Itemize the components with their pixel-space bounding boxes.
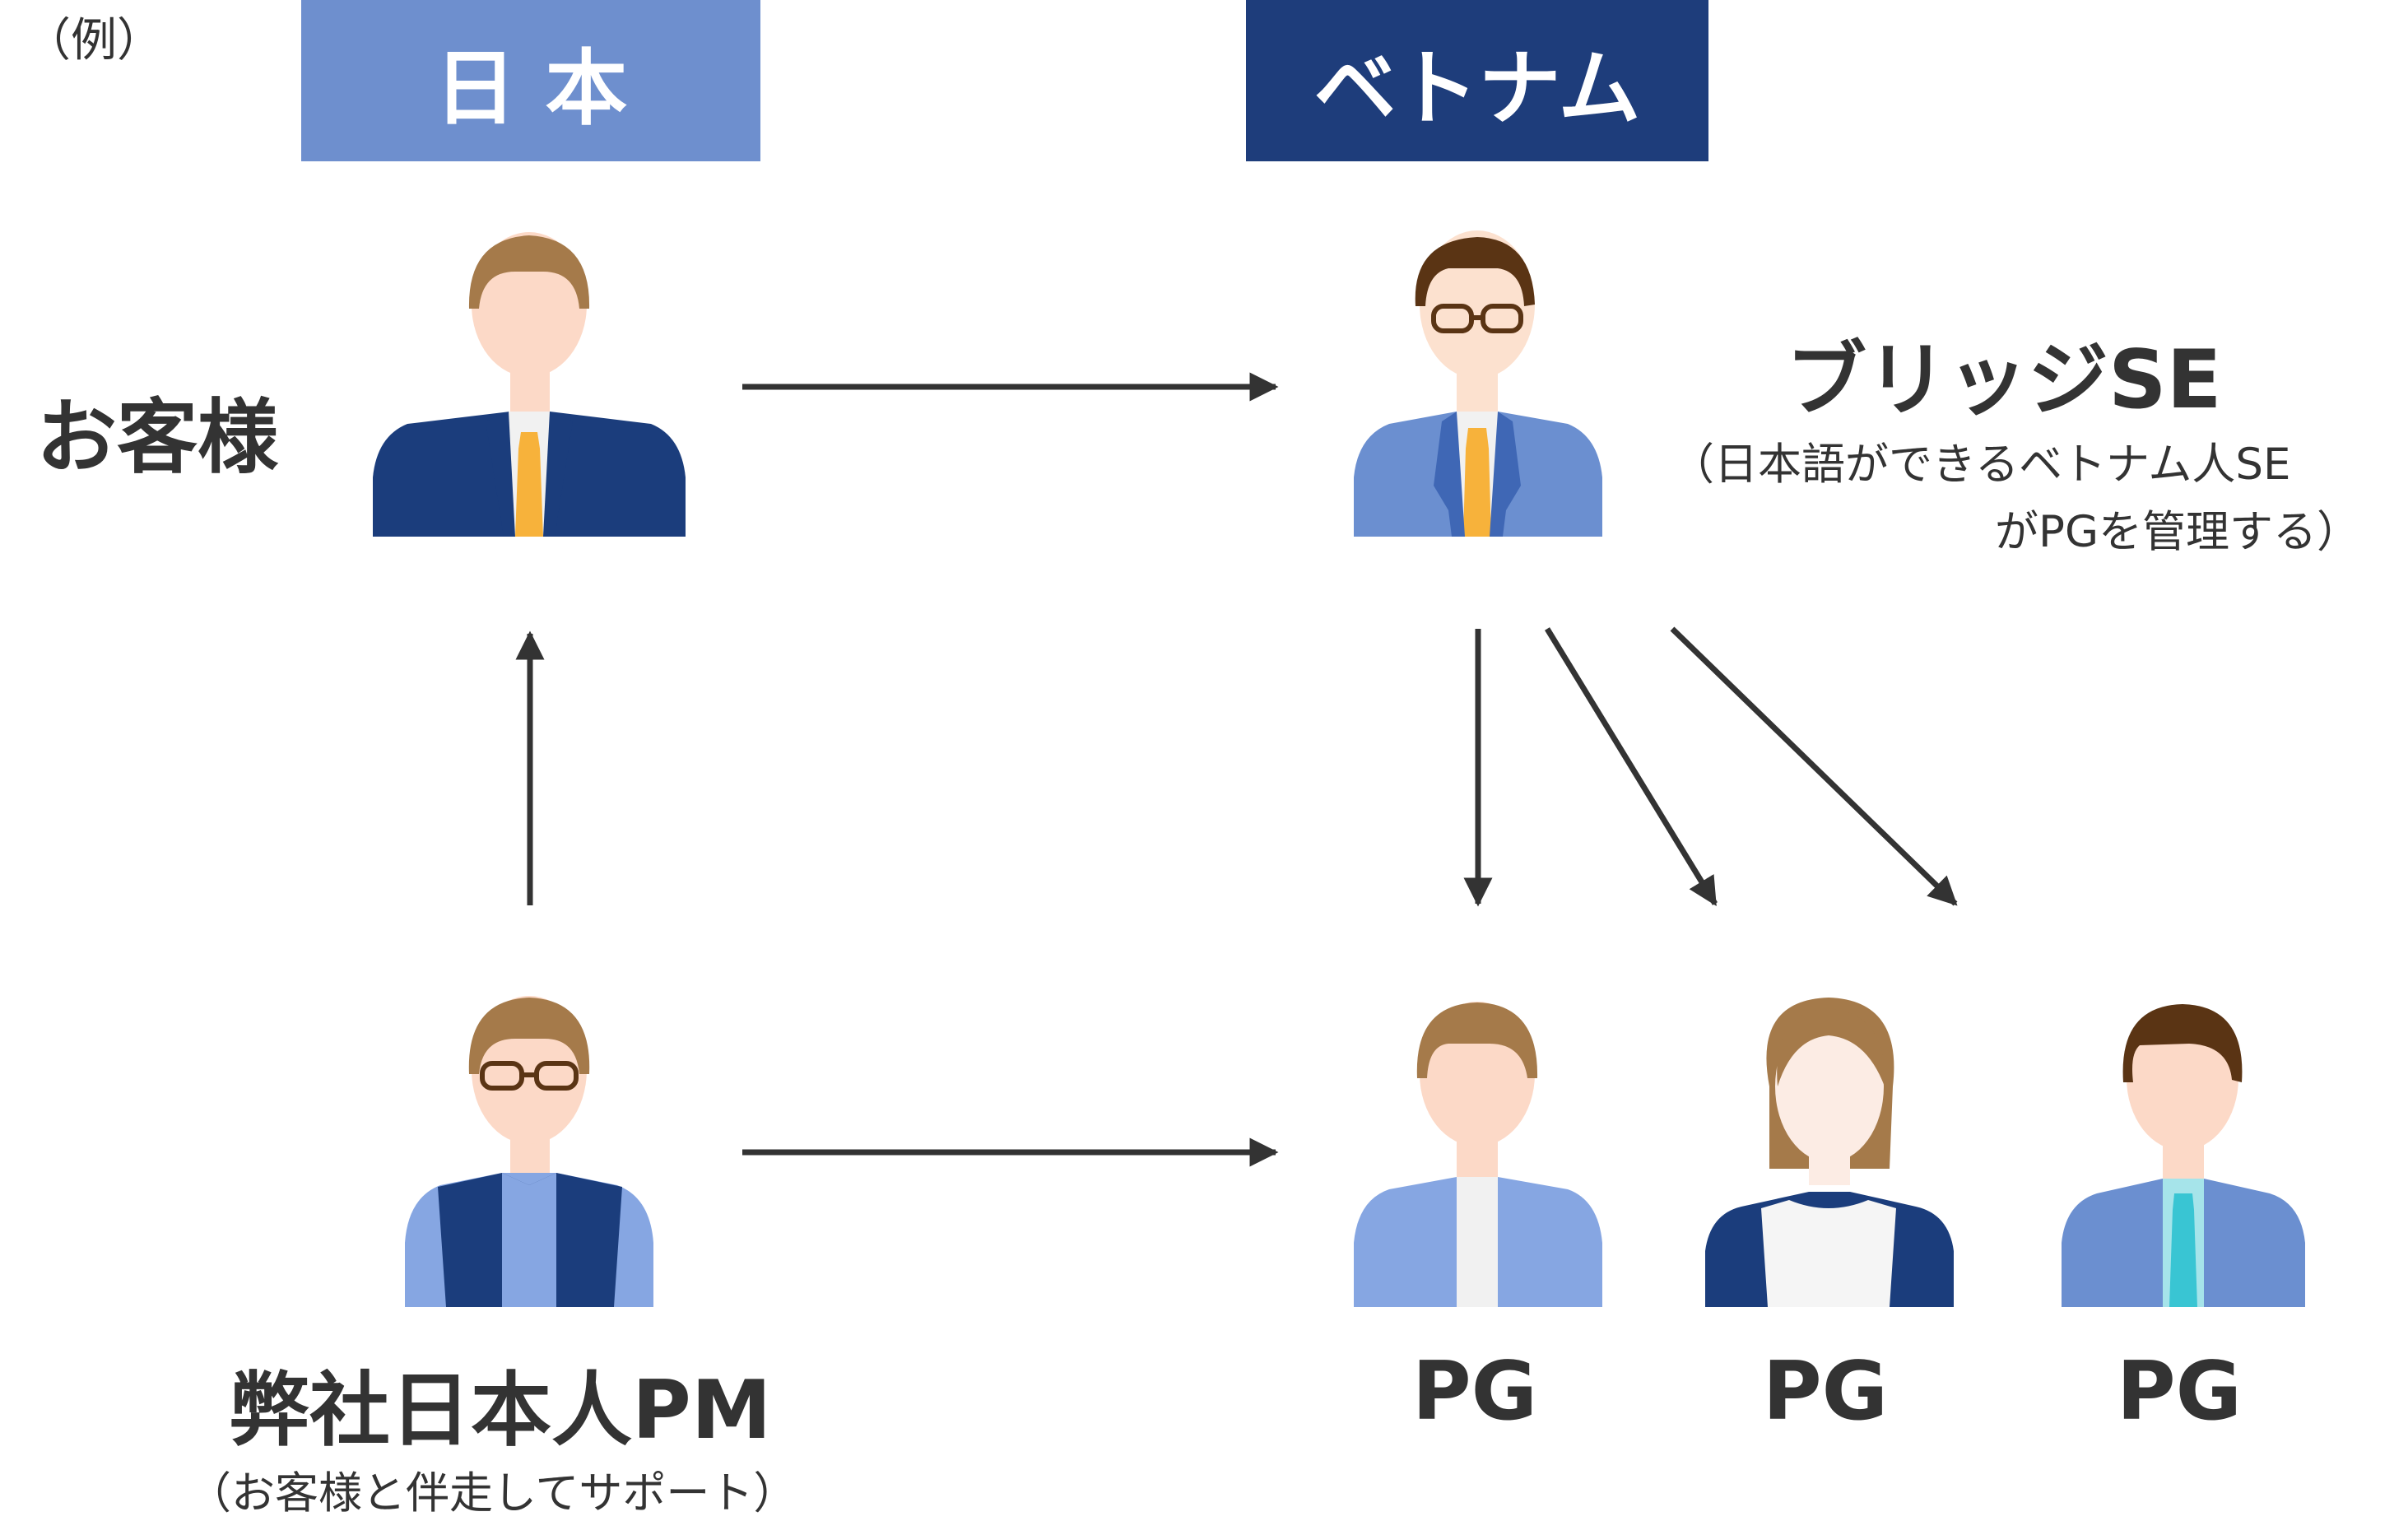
pg1-avatar-icon — [1354, 1002, 1602, 1307]
pg3-avatar-icon — [2062, 1004, 2305, 1307]
bridge-se-note-line2: がPGを管理する） — [1995, 507, 2361, 557]
pg-label-2: PG — [1762, 1345, 1889, 1439]
pm-label: 弊社日本人PM — [229, 1364, 772, 1458]
pg-label-1: PG — [1411, 1345, 1538, 1439]
bridge-se-avatar-icon — [1354, 230, 1602, 537]
bridge-se-label: ブリッジSE — [1786, 333, 2222, 427]
example-note: （例） — [25, 14, 163, 67]
vietnam-header: ベトナム — [1246, 0, 1708, 161]
arrow-bridge-to-pg3 — [1670, 626, 1958, 906]
pg2-avatar-icon — [1705, 998, 1954, 1307]
customer-label: お客様 — [36, 391, 279, 485]
japan-header-label: 日 本 — [434, 40, 628, 137]
pg-label-3: PG — [2116, 1345, 2243, 1439]
vietnam-header-label: ベトナム — [1313, 40, 1641, 137]
pm-avatar-icon — [405, 996, 653, 1307]
bridge-se-note-line1: （日本語ができるベトナム人SE — [1671, 440, 2291, 490]
japan-header: 日 本 — [301, 0, 760, 161]
customer-avatar-icon — [373, 232, 686, 537]
arrow-bridge-to-pg2 — [1545, 627, 1718, 906]
